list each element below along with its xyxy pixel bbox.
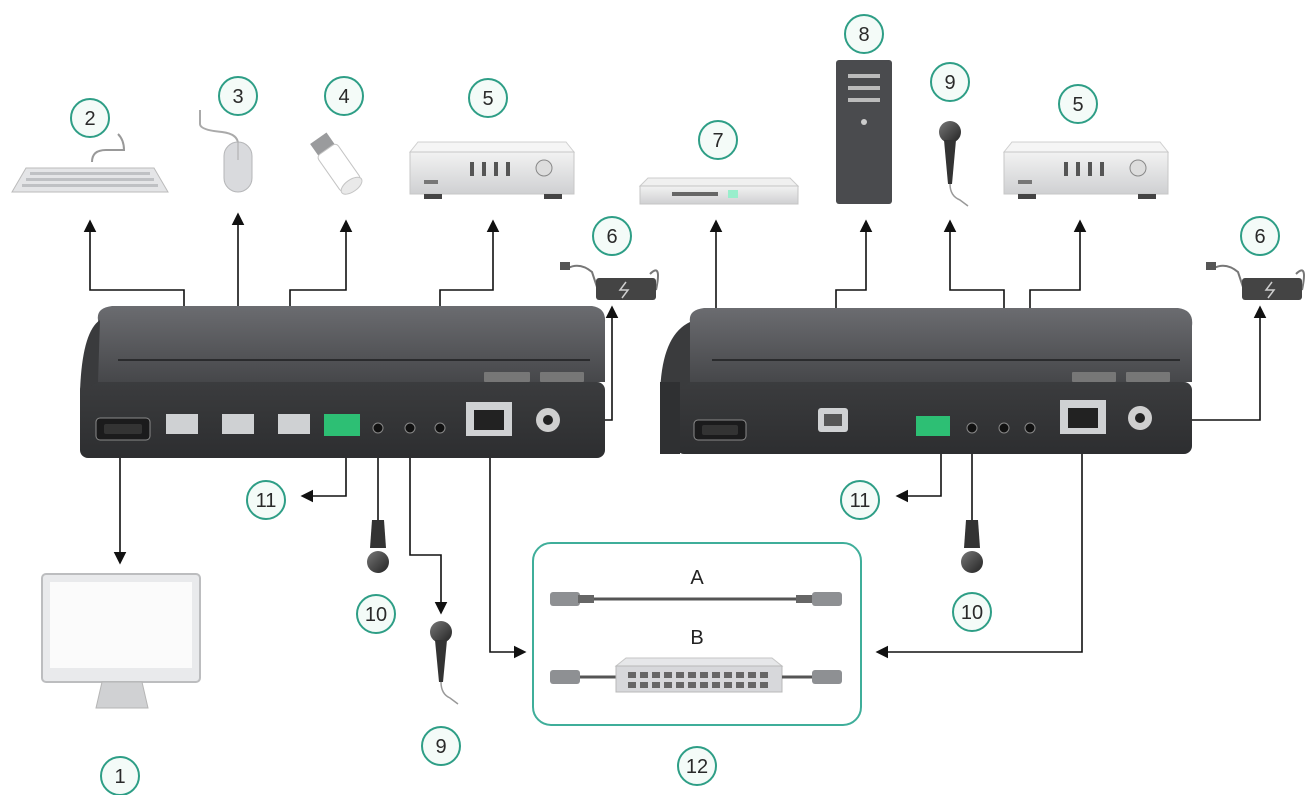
badge-audio-amp-left: 5 (468, 78, 508, 118)
mic-plug-left-icon (367, 520, 389, 573)
badge-circle (1240, 216, 1280, 256)
badge-number: 11 (256, 490, 277, 512)
badge-number: 8 (858, 24, 869, 46)
badge-circle (100, 756, 140, 795)
badge-circle (1058, 84, 1098, 124)
usb-stick-icon (310, 132, 363, 195)
audio-amplifier-left-icon (408, 141, 576, 199)
badge-mic-in-right: 10 (952, 592, 992, 632)
microphone-top-icon (939, 121, 969, 207)
badge-power-adapter-right: 6 (1240, 216, 1280, 256)
badge-number: 4 (338, 86, 349, 108)
usb-port-3 (278, 414, 310, 434)
badge-number: 12 (686, 756, 708, 778)
audio-amplifier-right-icon (1002, 141, 1170, 199)
mic-in-port-right (966, 422, 978, 434)
power-adapter-left-icon (560, 262, 659, 300)
badge-circle (218, 76, 258, 116)
mic-in-port-left (372, 422, 384, 434)
badge-circle (677, 746, 717, 786)
usb-port-2 (222, 414, 254, 434)
badge-circle (421, 726, 461, 766)
badge-power-adapter-left: 6 (592, 216, 632, 256)
rs232-terminal-left (324, 414, 360, 436)
badge-circle (356, 594, 396, 634)
badge-network-box: 12 (677, 746, 717, 786)
badge-number: 9 (435, 736, 446, 758)
monitor-icon (41, 573, 201, 709)
usb-port-1 (166, 414, 198, 434)
receiver-unit (660, 308, 1193, 454)
transmitter-unit (80, 306, 606, 458)
badge-rs232-left: 11 (246, 480, 286, 520)
media-player-icon (638, 177, 800, 205)
mouse-icon (199, 110, 253, 193)
line-out-port-right (998, 422, 1010, 434)
power-adapter-right-icon (1206, 262, 1305, 300)
badge-number: 6 (1254, 226, 1265, 248)
badge-circle (840, 480, 880, 520)
badge-keyboard: 2 (70, 98, 110, 138)
badge-number: 10 (961, 602, 983, 624)
badge-pc-tower: 8 (844, 14, 884, 54)
audio-out-port-left (434, 422, 446, 434)
rs232-terminal-right (916, 416, 950, 436)
badge-player: 7 (698, 120, 738, 160)
badge-number: 5 (1072, 94, 1083, 116)
badge-circle (592, 216, 632, 256)
keyboard-icon (11, 133, 169, 193)
badge-number: 11 (850, 490, 871, 512)
direct-cable-label: A (690, 567, 704, 589)
badge-circle (468, 78, 508, 118)
badge-number: 10 (365, 604, 387, 626)
microphone-bottom-icon (430, 621, 459, 705)
mic-plug-right-icon (961, 520, 983, 573)
badge-circle (698, 120, 738, 160)
audio-out-port-right (1024, 422, 1036, 434)
switch-cable-label: B (690, 627, 703, 649)
pc-tower-icon (836, 60, 892, 204)
badge-circle (70, 98, 110, 138)
badge-number: 6 (606, 226, 617, 248)
badge-mouse: 3 (218, 76, 258, 116)
badge-circle (930, 62, 970, 102)
badge-audio-amp-right: 5 (1058, 84, 1098, 124)
network-switch-icon (550, 657, 842, 693)
badge-monitor: 1 (100, 756, 140, 795)
badge-circle (246, 480, 286, 520)
line-in-port-left (404, 422, 416, 434)
badge-number: 2 (84, 108, 95, 130)
badge-number: 3 (232, 86, 243, 108)
badge-circle (844, 14, 884, 54)
badge-usb-stick: 4 (324, 76, 364, 116)
badge-number: 1 (114, 766, 125, 788)
badge-number: 5 (482, 88, 493, 110)
network-options-box: A B (532, 542, 862, 726)
direct-cable-icon (550, 592, 842, 606)
badge-circle (952, 592, 992, 632)
badge-mic-top: 9 (930, 62, 970, 102)
badge-circle (324, 76, 364, 116)
badge-mic-in-left: 10 (356, 594, 396, 634)
badge-rs232-right: 11 (840, 480, 880, 520)
badge-mic-bottom: 9 (421, 726, 461, 766)
badge-number: 7 (712, 130, 723, 152)
badge-number: 9 (944, 72, 955, 94)
